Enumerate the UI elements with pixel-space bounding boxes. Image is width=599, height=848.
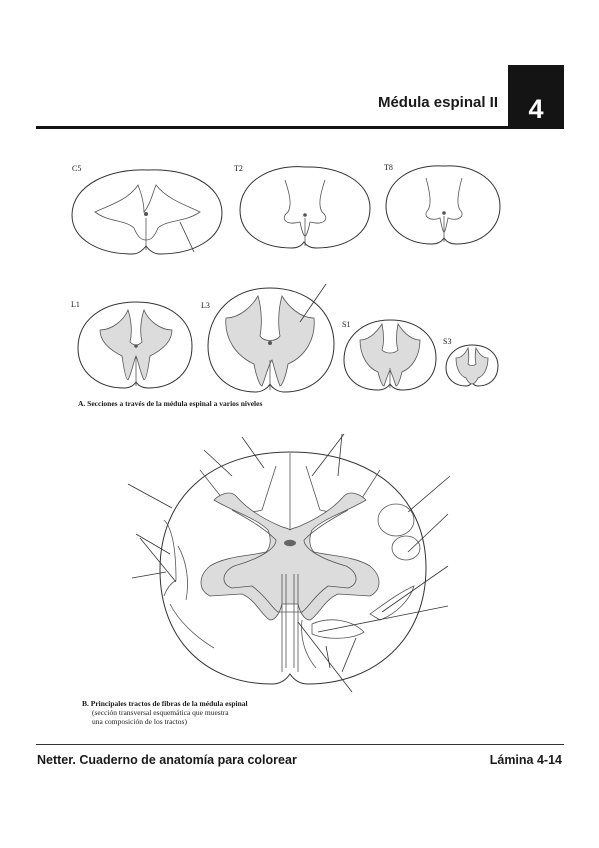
chapter-number-badge: 4 xyxy=(508,65,564,129)
caption-a: A. Secciones a través de la médula espin… xyxy=(78,399,263,408)
footer-book-title: Netter. Cuaderno de anatomía para colore… xyxy=(37,753,297,767)
section-c5 xyxy=(71,169,223,255)
caption-b-line1: B. Principales tractos de fibras de la m… xyxy=(82,699,248,708)
caption-b-line3: una composición de los tractos) xyxy=(92,717,187,726)
section-t8 xyxy=(385,165,501,245)
level-label-l3: L3 xyxy=(201,301,210,310)
level-label-s1: S1 xyxy=(342,320,351,329)
level-label-c5: C5 xyxy=(72,164,82,173)
level-label-t8: T8 xyxy=(384,163,393,172)
section-s3 xyxy=(445,344,499,387)
level-label-t2: T2 xyxy=(234,164,243,173)
section-l3 xyxy=(207,283,335,393)
level-label-l1: L1 xyxy=(71,300,80,309)
fiber-tracts-cross-section xyxy=(127,433,451,693)
page-header-title: Médula espinal II xyxy=(377,94,498,111)
header-rule xyxy=(36,126,564,129)
section-s1 xyxy=(343,319,437,391)
footer-plate-number: Lámina 4-14 xyxy=(489,753,562,767)
level-label-s3: S3 xyxy=(443,337,452,346)
section-l1 xyxy=(77,301,193,389)
footer-rule xyxy=(36,744,564,745)
section-t2 xyxy=(239,166,371,249)
caption-b-line2: (sección transversal esquemática que mue… xyxy=(92,708,229,717)
